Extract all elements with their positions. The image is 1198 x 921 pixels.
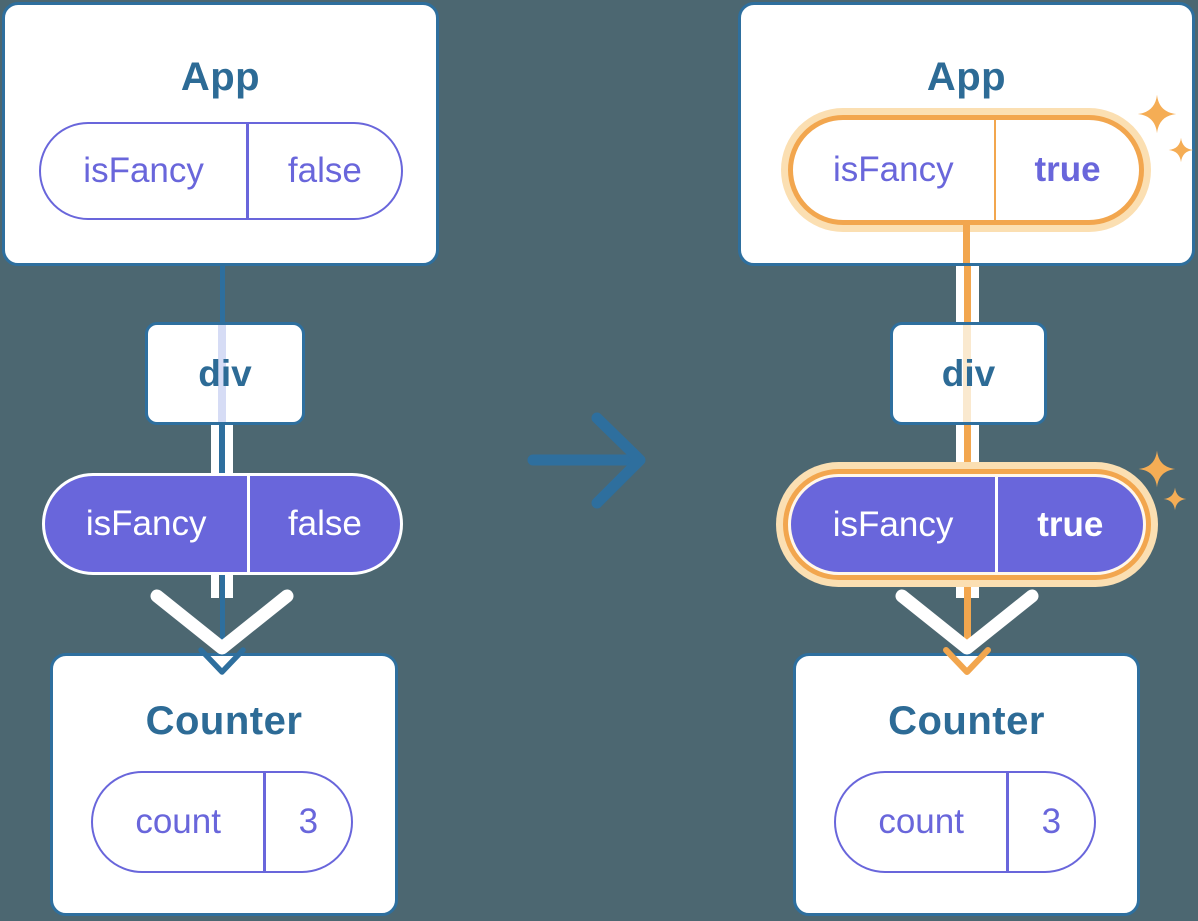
- prop-stem: [963, 223, 970, 263]
- state-value: false: [287, 151, 362, 190]
- prop-pipe-center: [963, 265, 971, 325]
- sparkle-icon: [1138, 450, 1176, 488]
- pill-divider: [1006, 773, 1009, 871]
- state-pill: count 3: [91, 771, 353, 873]
- app-card: App isFancy false: [2, 2, 439, 266]
- state-name: count: [135, 802, 221, 841]
- prop-name: isFancy: [85, 504, 207, 543]
- prop-pipe-center: [963, 423, 971, 479]
- state-name: isFancy: [83, 151, 204, 190]
- pill-divider: [246, 124, 249, 218]
- state-value: 3: [1041, 802, 1062, 841]
- prop-pill-highlighted: isFancy true: [788, 474, 1146, 575]
- div-label: div: [941, 352, 996, 394]
- state-name: count: [878, 802, 964, 841]
- sparkle-icon: [1163, 487, 1187, 511]
- component-title: Counter: [145, 699, 303, 743]
- state-value: true: [1034, 150, 1101, 189]
- prop-pipe-left-rail: [955, 423, 964, 479]
- prop-pipe-left-rail: [955, 578, 964, 598]
- counter-card: Counter count 3: [793, 653, 1140, 916]
- prop-stripe: [218, 325, 226, 422]
- prop-pipe-right-rail: [970, 423, 979, 479]
- flow-arrowhead-icon: [943, 647, 991, 675]
- transition-arrow-icon: [527, 412, 646, 509]
- prop-pill: isFancy false: [42, 473, 403, 575]
- prop-pipe-right-rail: [225, 574, 233, 598]
- prop-pipe-left-rail: [955, 265, 964, 325]
- pill-divider: [263, 773, 266, 871]
- state-pill: isFancy false: [39, 122, 403, 220]
- prop-value: true: [1037, 504, 1104, 544]
- prop-pipe-right-rail: [970, 265, 979, 325]
- prop-stripe: [963, 325, 971, 422]
- prop-name: isFancy: [832, 504, 954, 544]
- prop-value: false: [287, 504, 362, 543]
- prop-pipe-left-rail: [211, 574, 219, 598]
- edge-pill-counter: [963, 578, 971, 666]
- prop-flow-chevron-icon: [895, 589, 1039, 655]
- component-title: App: [926, 55, 1007, 99]
- prop-flow-chevron-icon: [150, 589, 294, 655]
- pill-divider: [993, 120, 997, 220]
- pill-divider: [247, 476, 250, 572]
- counter-card: Counter count 3: [50, 653, 398, 916]
- pill-divider: [995, 477, 998, 572]
- state-value: 3: [298, 802, 319, 841]
- div-box: div: [890, 322, 1047, 425]
- prop-pipe-right-rail: [970, 578, 979, 598]
- edge-pill-counter: [219, 574, 225, 664]
- state-pill: count 3: [834, 771, 1096, 873]
- app-card: App isFancy true: [738, 2, 1195, 266]
- state-name: isFancy: [833, 150, 954, 189]
- prop-pipe-left-rail: [211, 423, 219, 477]
- flow-arrowhead-icon: [198, 647, 246, 675]
- prop-pipe-center: [219, 423, 225, 477]
- edge-app-div: [219, 264, 225, 326]
- component-title: Counter: [888, 699, 1045, 743]
- div-box: div: [145, 322, 305, 425]
- component-title: App: [180, 55, 261, 99]
- sparkle-icon: [1168, 137, 1194, 163]
- sparkle-icon: [1137, 94, 1177, 134]
- state-pill-highlighted: isFancy true: [788, 115, 1144, 225]
- prop-pipe-right-rail: [225, 423, 233, 477]
- div-label: div: [198, 352, 252, 394]
